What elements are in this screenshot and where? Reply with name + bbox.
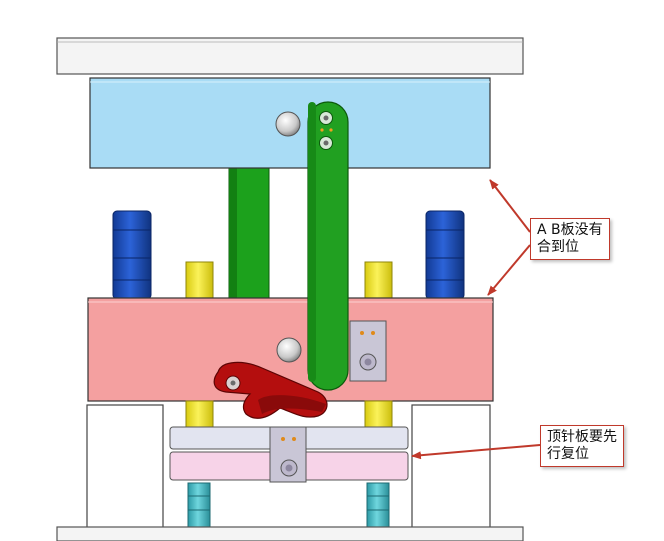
guide-pillar-left (112, 210, 152, 300)
return-pin-right-upper (364, 261, 393, 301)
spacer-block-left (86, 404, 164, 531)
callout-arrow-ejector (411, 444, 541, 460)
callout-ab-plate-not-closed: A B板没有 合到位 (530, 218, 610, 260)
mounting-block-ejector (269, 426, 307, 483)
guide-pillar-right (425, 210, 465, 300)
callout-ejector-line1: 顶针板要先 (547, 429, 617, 445)
return-pin-left-upper (185, 261, 214, 301)
return-pin-right-lower (364, 400, 393, 428)
bottom-clamp-plate (56, 526, 524, 541)
top-clamp-plate (56, 37, 524, 75)
spacer-block-right (411, 404, 491, 531)
spring-post-left (187, 482, 211, 529)
return-pin-left-lower (185, 400, 214, 428)
callout-ab-line1: A B板没有 (537, 222, 603, 238)
link-arm-red (213, 361, 328, 419)
a-plate (89, 77, 491, 169)
mounting-block-b-plate (349, 320, 387, 382)
link-arm-green (307, 101, 349, 391)
callout-arrow-ab-top (489, 179, 531, 233)
callout-ab-line2: 合到位 (537, 239, 579, 255)
callout-arrow-ab-bottom (487, 244, 531, 296)
spring-post-right (366, 482, 390, 529)
callout-ejector-reset-first: 顶针板要先 行复位 (540, 425, 624, 467)
callout-ejector-line2: 行复位 (547, 446, 589, 462)
